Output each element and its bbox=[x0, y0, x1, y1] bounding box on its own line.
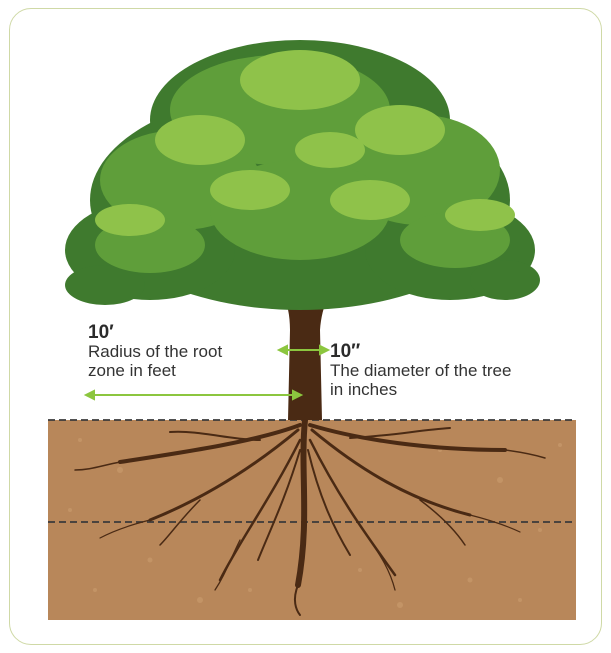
trunk-diameter-description: The diameter of the tree in inches bbox=[330, 361, 520, 399]
root-zone-value: 10′ bbox=[88, 323, 258, 342]
root-radius-arrow bbox=[86, 391, 301, 399]
trunk-diameter-label: 10″ The diameter of the tree in inches bbox=[330, 342, 520, 399]
trunk-diameter-value: 10″ bbox=[330, 342, 520, 361]
canopy bbox=[65, 40, 540, 310]
root-zone-description: Radius of the root zone in feet bbox=[88, 342, 258, 380]
root-zone-label: 10′ Radius of the root zone in feet bbox=[88, 323, 258, 380]
